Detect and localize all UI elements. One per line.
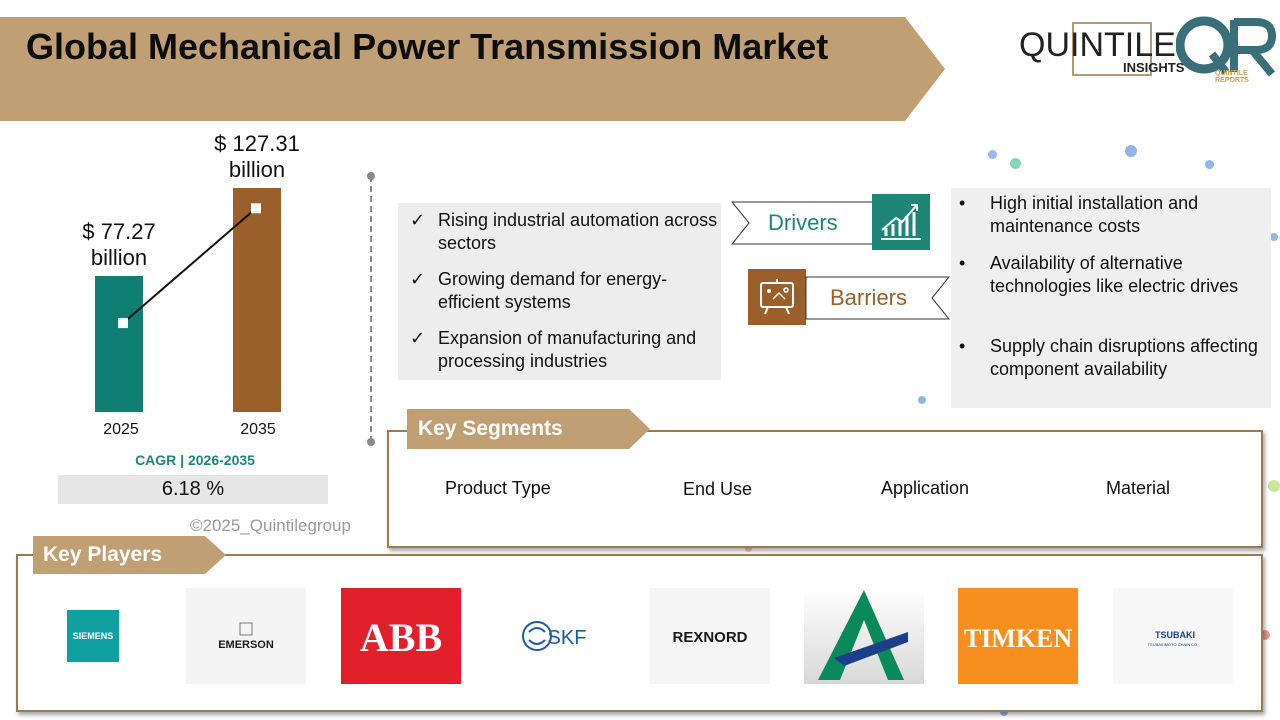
emerson-logo-text: EMERSON [218, 639, 274, 651]
divider-dot-bottom [367, 438, 375, 446]
siemens-logo-text: SIEMENS [73, 631, 114, 641]
tsubaki-logo-subtext: TSUBAKIMOTO CHAIN CO. [1148, 642, 1199, 647]
growth-chart-icon [872, 194, 930, 250]
logo-frame [1072, 22, 1152, 76]
barrier-item: • Supply chain disruptions affecting com… [959, 336, 1258, 379]
skf-logo: SKF [522, 621, 587, 651]
bullet-icon: • [959, 253, 966, 273]
title-banner [0, 17, 945, 121]
cagr-label: CAGR | 2026-2035 [135, 452, 255, 468]
timken-logo: TIMKEN [958, 588, 1078, 684]
barrier-item: • High initial installation and maintena… [959, 193, 1199, 236]
barriers-tag [805, 276, 950, 320]
barriers-label: Barriers [830, 285, 908, 310]
divider-dot-top [367, 172, 375, 180]
segment-application: Application [881, 478, 970, 498]
bar-label-2025: $ 77.27 billion [82, 219, 156, 270]
key-segments-panel [387, 430, 1263, 548]
qr-mark-icon [1176, 16, 1276, 77]
segment-product-type: Product Type [445, 478, 551, 498]
bullet-icon: • [959, 336, 966, 356]
tsubaki-logo: TSUBAKI TSUBAKIMOTO CHAIN CO. [1113, 588, 1233, 684]
divider-line [370, 176, 372, 442]
strategy-board-icon [748, 269, 806, 325]
rexnord-logo-text: REXNORD [672, 629, 747, 646]
tsubaki-logo-text: TSUBAKI [1155, 630, 1195, 640]
check-icon: ✓ [410, 328, 426, 348]
skf-logo-text: SKF [548, 627, 587, 649]
year-label-2035: 2035 [240, 421, 276, 438]
barriers-list: • High initial installation and maintena… [951, 188, 1271, 408]
check-icon: ✓ [410, 269, 426, 289]
triangle-brand-logo [804, 588, 924, 684]
emerson-logo: EMERSON [186, 588, 306, 684]
logo-mark-caption: QUINTILE REPORTS [1215, 70, 1249, 84]
key-segments-tab [407, 409, 650, 449]
timken-logo-text: TIMKEN [964, 624, 1073, 653]
segment-end-use: End Use [683, 479, 753, 499]
page-title: Global Mechanical Power Transmission Mar… [26, 26, 829, 67]
driver-item: ✓ Rising industrial automation across se… [410, 210, 718, 253]
abb-logo: ABB [341, 588, 461, 684]
bar-2035 [233, 187, 281, 412]
driver-item: ✓ Expansion of manufacturing and process… [410, 328, 697, 371]
growth-line [118, 203, 261, 329]
abb-logo-text: ABB [360, 615, 442, 660]
rexnord-logo: REXNORD [650, 588, 770, 684]
barrier-item: • Availability of alternative technologi… [959, 253, 1239, 296]
driver-item: ✓ Growing demand for energy-efficient sy… [410, 269, 668, 312]
key-players-title: Key Players [43, 543, 163, 566]
bar-2025 [95, 276, 143, 412]
logo-brand-main: QUINTILE [1019, 26, 1176, 64]
drivers-tag [731, 201, 876, 245]
segment-material: Material [1106, 478, 1171, 498]
copyright-text: ©2025_Quintilegroup [190, 516, 351, 535]
key-players-tab [33, 536, 226, 574]
siemens-logo: SIEMENS [67, 610, 119, 662]
year-label-2025: 2025 [103, 421, 139, 438]
cagr-value: 6.18 % [58, 475, 328, 504]
check-icon: ✓ [410, 210, 426, 230]
key-segments-title: Key Segments [418, 417, 563, 440]
bullet-icon: • [959, 193, 966, 213]
bar-label-2035: $ 127.31 billion [214, 130, 300, 182]
drivers-label: Drivers [768, 210, 838, 235]
logo-brand-sub: INSIGHTS [1123, 60, 1185, 75]
drivers-list: ✓ Rising industrial automation across se… [398, 203, 721, 380]
